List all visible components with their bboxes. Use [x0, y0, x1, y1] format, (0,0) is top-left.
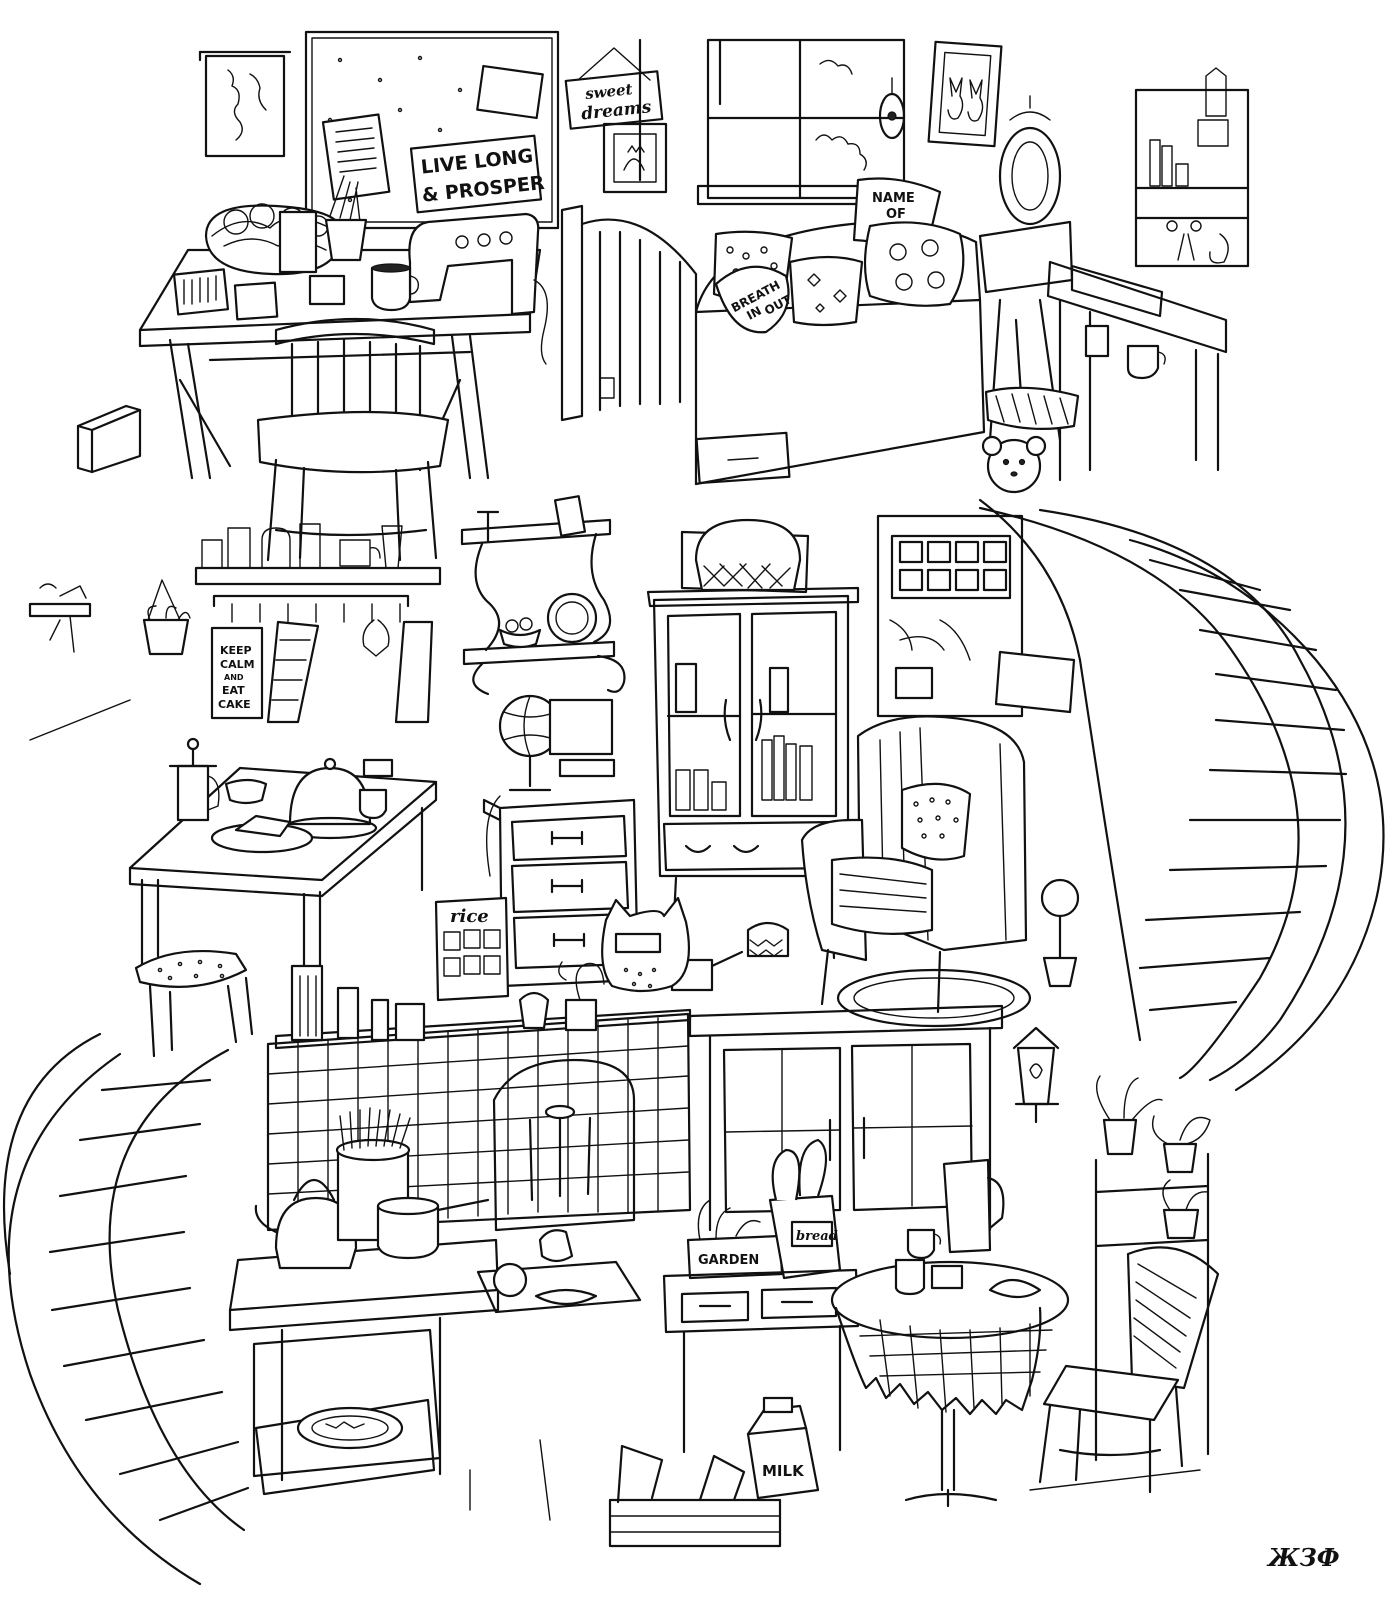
desk-globe-and-books	[486, 694, 616, 877]
poster-line3: AND	[224, 673, 244, 682]
rice-label: rice	[450, 906, 489, 927]
wall-shelf-top-right	[1134, 67, 1250, 268]
saucepan	[376, 1196, 490, 1260]
floor-lines	[29, 699, 1201, 1521]
name-pillow-line1: NAME	[872, 191, 915, 206]
table-dishes	[210, 758, 394, 854]
utensil-board	[492, 1058, 636, 1232]
artist-signature: ЖЗФ	[1266, 1543, 1340, 1572]
french-press	[168, 737, 220, 822]
basket-on-cabinet	[680, 518, 810, 594]
vegetable-tray	[476, 1229, 642, 1314]
wall-bracket-left	[28, 583, 92, 653]
coffee-mug	[370, 263, 420, 312]
sweet-dreams-sign: sweet dreams	[564, 47, 664, 130]
cat-picture-frame	[602, 122, 668, 194]
cat-cushion	[601, 896, 690, 993]
poster-line2: CALM	[220, 658, 255, 671]
striped-armchair	[800, 715, 1028, 1014]
bunny-frame	[927, 40, 1003, 148]
pitcher	[942, 1158, 1005, 1254]
wall-lantern	[1012, 1026, 1060, 1124]
poster-line4: EAT	[222, 684, 245, 697]
milk-crate: MILK	[746, 1396, 820, 1500]
kettle	[254, 1179, 358, 1270]
bottom-drawer-cabinet	[662, 1268, 860, 1454]
ladder-back-chair	[1038, 1246, 1220, 1494]
spice-rack	[876, 514, 1076, 718]
small-crate	[76, 404, 142, 474]
bread-label: bread	[796, 1229, 838, 1244]
round-side-table	[830, 1258, 1070, 1508]
garden-crate: GARDEN	[686, 1199, 784, 1280]
poster-line5: CAKE	[218, 698, 251, 711]
spindle-chair	[256, 317, 450, 562]
garden-label: GARDEN	[698, 1253, 759, 1268]
tile-backsplash	[266, 1008, 692, 1232]
side-desk	[978, 220, 1228, 482]
hanging-towels	[266, 619, 434, 724]
wall-map	[198, 50, 292, 158]
spiral-staircase-left	[2, 1032, 250, 1586]
topiary-plant	[1040, 878, 1080, 988]
hanging-chair	[984, 298, 1080, 442]
craft-supplies	[172, 175, 368, 321]
coffee-cup-table	[906, 1228, 942, 1260]
bed-pillows: BREATH IN OUT NAME OF TH	[712, 177, 965, 334]
stool	[134, 949, 254, 1058]
plant-ladder-shelf	[1094, 1075, 1211, 1462]
wreath-decoration	[998, 95, 1062, 226]
counter-jars	[290, 961, 605, 1042]
bear-toy	[981, 435, 1047, 494]
breathe-pillow-line2: IN	[744, 304, 763, 323]
name-pillow-line2: OF	[886, 207, 906, 222]
wall-outlet	[599, 377, 615, 399]
ornate-wall-shelf	[460, 495, 626, 696]
corkboard: LIVE LONG & PROSPER	[304, 30, 560, 230]
keep-calm-poster: KEEP CALM AND EAT CAKE	[210, 626, 264, 720]
poster-line1: KEEP	[220, 644, 252, 657]
picnic-basket	[608, 1444, 782, 1548]
milk-label: MILK	[762, 1462, 805, 1480]
spiral-staircase-right	[978, 498, 1385, 1092]
yarn-basket	[204, 203, 344, 276]
oval-rug	[836, 968, 1032, 1028]
sweet-dreams-line1: sweet	[584, 80, 633, 103]
bread-bag: bread	[768, 1138, 842, 1280]
pie-dish	[254, 1398, 436, 1496]
sewing-machine	[408, 212, 548, 365]
kitchen-wall-shelf	[194, 523, 442, 623]
oval-mirror	[878, 77, 906, 140]
rice-box: rice	[434, 896, 510, 1002]
hanging-plant-pot	[142, 579, 191, 656]
